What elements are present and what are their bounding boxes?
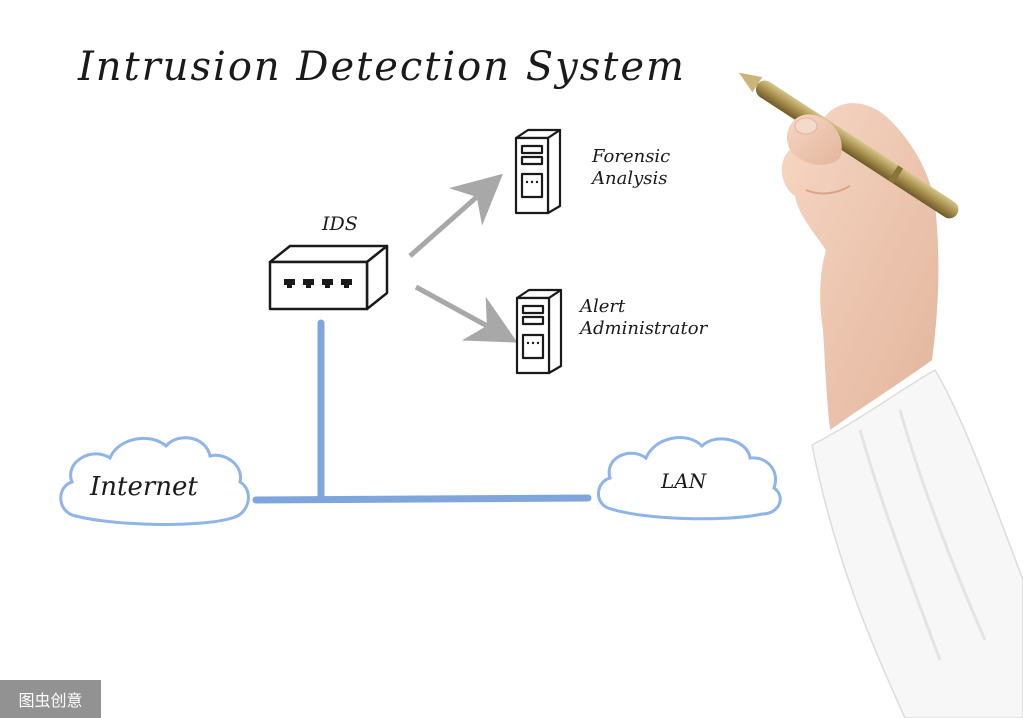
internet-lan-link xyxy=(252,494,592,504)
diagram-title: Intrusion Detection System xyxy=(78,44,686,90)
arrow-to-forensic xyxy=(408,173,503,258)
hand-holding-pen-illustration xyxy=(738,72,1023,718)
ids-label: IDS xyxy=(322,213,358,235)
cloud-icon xyxy=(59,436,250,526)
arrow-to-alert xyxy=(414,284,518,343)
internet-label: Internet xyxy=(90,472,198,502)
network-switch-icon xyxy=(268,244,389,311)
alert-administrator-label: Alert Administrator xyxy=(580,296,708,339)
lan-label: LAN xyxy=(661,469,707,493)
forensic-analysis-label: Forensic Analysis xyxy=(592,146,671,189)
cloud-icon xyxy=(597,436,782,521)
watermark-badge: 图虫创意 xyxy=(0,680,101,718)
server-tower-icon xyxy=(515,288,563,375)
server-tower-icon xyxy=(514,128,562,215)
